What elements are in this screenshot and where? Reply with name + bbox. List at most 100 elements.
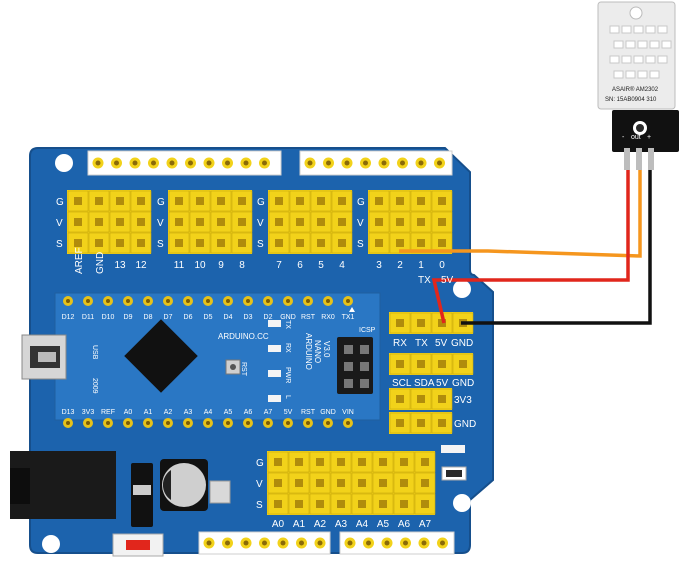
header-pin bbox=[67, 211, 89, 233]
nano-top-label-d11: D11 bbox=[82, 314, 94, 321]
header-pin bbox=[92, 157, 104, 169]
pin-label-6: 6 bbox=[297, 260, 303, 271]
header-pin bbox=[88, 232, 110, 254]
header-pin bbox=[410, 312, 432, 334]
gvs-group-1 bbox=[67, 190, 152, 254]
row-label-v: V bbox=[56, 218, 63, 229]
row-label-g: G bbox=[257, 197, 265, 208]
header-pin bbox=[410, 190, 432, 212]
nano-bottom-label-a3: A3 bbox=[184, 409, 193, 416]
pin-label-10: 10 bbox=[194, 260, 206, 271]
nano-pin-rx0 bbox=[323, 296, 333, 306]
header-pin bbox=[360, 157, 371, 169]
serial-label-tx: TX bbox=[415, 338, 428, 349]
nano-pin-a7 bbox=[263, 418, 273, 428]
pin-label-13: 13 bbox=[114, 260, 126, 271]
header-pin bbox=[410, 388, 432, 410]
pin-label-gnd: GND bbox=[95, 252, 106, 274]
nano-top-label-d2: D2 bbox=[264, 314, 273, 321]
v33-label: 3V3 bbox=[454, 395, 472, 406]
analog-pin bbox=[288, 472, 310, 494]
header-pin bbox=[437, 537, 448, 549]
analog-label-a7: A7 bbox=[419, 519, 432, 530]
header-pin bbox=[331, 190, 353, 212]
header-pin bbox=[268, 190, 290, 212]
analog-pin bbox=[288, 493, 310, 515]
row-label-g: G bbox=[357, 197, 365, 208]
nano-bottom-label-ref: REF bbox=[101, 409, 115, 416]
nano-pin-d13 bbox=[63, 418, 73, 428]
nano-top-pins bbox=[63, 296, 353, 306]
header-pin bbox=[310, 211, 332, 233]
vent-slot bbox=[609, 55, 620, 64]
header-pin bbox=[389, 388, 411, 410]
sensor-pin-minus: - bbox=[622, 134, 625, 141]
bottom-header-strips bbox=[198, 531, 455, 555]
voltage-regulator bbox=[131, 463, 153, 527]
nano-pin-gnd bbox=[323, 418, 333, 428]
header-pin bbox=[168, 211, 190, 233]
usb-connector bbox=[21, 334, 67, 380]
gvs-group-3 bbox=[268, 190, 353, 254]
row-label-g: G bbox=[157, 197, 165, 208]
pin-label-3: 3 bbox=[376, 260, 382, 271]
vent-slot bbox=[625, 70, 636, 79]
analog-pin bbox=[372, 451, 394, 473]
pin-label-8: 8 bbox=[239, 260, 245, 271]
i2c-label-gnd: GND bbox=[452, 378, 474, 389]
nano-pin-rst bbox=[303, 296, 313, 306]
analog-pin bbox=[351, 472, 373, 494]
nano-pin-d12 bbox=[63, 296, 73, 306]
header-pin bbox=[148, 157, 159, 169]
header-pin bbox=[314, 537, 326, 549]
analog-pin bbox=[372, 493, 394, 515]
signal-wire bbox=[399, 170, 642, 258]
header-pin bbox=[410, 232, 432, 254]
row-label-g: G bbox=[56, 197, 64, 208]
header-pin bbox=[203, 537, 215, 549]
gvs-group-2 bbox=[168, 190, 253, 254]
icsp-pin1-marker bbox=[349, 307, 355, 312]
header-pin bbox=[389, 190, 411, 212]
header-pin bbox=[378, 157, 390, 169]
row-label-v: V bbox=[157, 218, 164, 229]
header-pin bbox=[296, 537, 307, 549]
nano-bottom-label-vin: VIN bbox=[342, 409, 354, 416]
vent-slot bbox=[649, 70, 660, 79]
serial-label-5v: 5V bbox=[435, 338, 448, 349]
nano-top-label-gnd: GND bbox=[280, 314, 296, 321]
header-pin bbox=[259, 537, 270, 549]
header-pin bbox=[368, 190, 390, 212]
nano-bottom-label-rst: RST bbox=[301, 409, 316, 416]
header-pin bbox=[389, 412, 411, 434]
vent-slot bbox=[621, 25, 632, 34]
pin-label-12: 12 bbox=[135, 260, 147, 271]
header-pin bbox=[111, 157, 122, 169]
nano-pin-d7 bbox=[163, 296, 173, 306]
serial-header bbox=[389, 312, 474, 334]
analog-pin bbox=[309, 493, 331, 515]
header-pin bbox=[431, 353, 453, 375]
reset-switch[interactable] bbox=[112, 533, 164, 557]
pin-label-0: 0 bbox=[439, 260, 445, 271]
smd-component bbox=[441, 466, 467, 481]
header-pin bbox=[277, 537, 289, 549]
nano-pin-a4 bbox=[203, 418, 213, 428]
nano-pin-d9 bbox=[123, 296, 133, 306]
pin-label-7: 7 bbox=[276, 260, 282, 271]
mount-hole-bottom-left bbox=[42, 535, 60, 553]
analog-pin bbox=[330, 472, 352, 494]
led-l-label: L bbox=[284, 395, 291, 399]
header-pin bbox=[415, 157, 427, 169]
header-pin bbox=[189, 211, 211, 233]
analog-pin bbox=[267, 493, 289, 515]
pin-label-9: 9 bbox=[218, 260, 224, 271]
nano-top-label-rst: RST bbox=[301, 314, 316, 321]
nano-name-line-3: V3.0 bbox=[322, 341, 331, 358]
nano-bottom-label-a7: A7 bbox=[264, 409, 273, 416]
icsp-pin bbox=[360, 362, 369, 371]
analog-pin bbox=[393, 493, 415, 515]
header-pin bbox=[431, 190, 453, 212]
pin-label-1: 1 bbox=[418, 260, 424, 271]
